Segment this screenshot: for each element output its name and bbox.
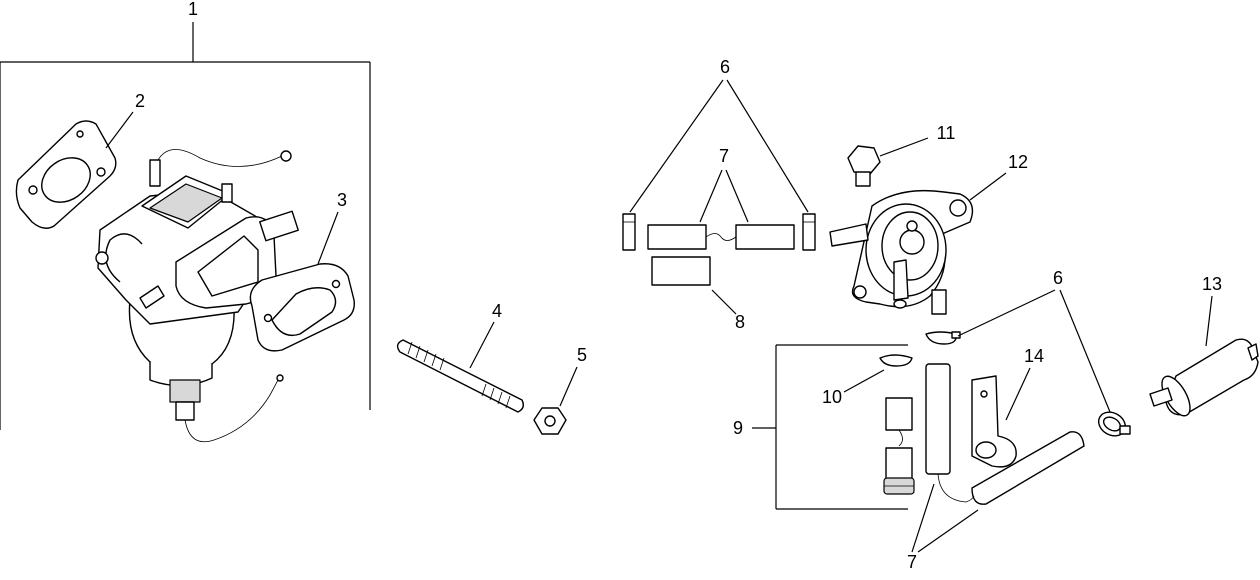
callout-4: 4 <box>492 301 502 321</box>
carburetor-gasket <box>15 120 117 229</box>
hose-clamp-right <box>802 213 816 251</box>
leader-14 <box>1005 367 1031 421</box>
assembly-bracket-1 <box>0 22 371 430</box>
leader-6c <box>957 289 1056 337</box>
callout-7-top: 7 <box>719 146 729 166</box>
callout-6-top: 6 <box>720 57 730 77</box>
callout-11: 11 <box>937 123 956 143</box>
callout-3: 3 <box>337 190 347 210</box>
fuel-hose-segment-left <box>647 224 707 250</box>
fuel-filter <box>1149 338 1259 417</box>
callout-8: 8 <box>735 312 745 332</box>
leader-11 <box>879 137 929 157</box>
fuel-pump <box>829 189 974 315</box>
leader-5 <box>559 366 578 407</box>
hose-connector-line <box>705 233 737 241</box>
assembly-bracket-9 <box>752 344 908 510</box>
leader-7a <box>699 169 723 223</box>
leader-7c <box>911 483 935 553</box>
mounting-stud <box>396 339 525 413</box>
leader-8 <box>711 289 737 315</box>
leader-6d <box>1059 289 1111 413</box>
fuel-hose-segment-right <box>735 224 795 250</box>
hose-short <box>885 397 913 447</box>
leader-4 <box>469 321 495 369</box>
leader-10 <box>843 369 885 393</box>
callout-9: 9 <box>733 418 743 438</box>
hose-fitting <box>883 447 915 495</box>
fuel-hose-vertical <box>925 363 951 475</box>
callout-6-right: 6 <box>1053 268 1063 288</box>
hose-clamp-left <box>622 213 636 251</box>
callout-10: 10 <box>822 387 842 407</box>
fuel-fitting <box>847 145 881 187</box>
leader-7b <box>725 169 749 223</box>
callout-14: 14 <box>1024 346 1044 366</box>
leader-3 <box>317 211 339 265</box>
p-clip <box>971 375 1017 468</box>
leader-6b <box>726 79 809 213</box>
leader-13 <box>1205 295 1213 347</box>
flange-gasket <box>249 263 355 352</box>
hose-clamp-small <box>879 354 913 367</box>
hose-clamp-filter <box>1097 411 1131 437</box>
callout-1: 1 <box>188 0 198 19</box>
callout-12: 12 <box>1008 152 1028 172</box>
hex-nut <box>533 407 567 435</box>
leader-6a <box>629 79 724 213</box>
fuel-hose-angled <box>971 431 1085 505</box>
leader-2 <box>105 111 134 149</box>
callout-13: 13 <box>1202 274 1222 294</box>
callout-7-bottom: 7 <box>907 552 917 572</box>
hose-clamp-pump <box>925 331 961 345</box>
hose-connector-line-bottom <box>937 473 975 503</box>
callout-5: 5 <box>577 345 587 365</box>
callout-2: 2 <box>135 91 145 111</box>
leader-12 <box>969 172 1007 201</box>
sleeve <box>651 256 711 286</box>
carburetor <box>95 149 299 443</box>
leader-7d <box>917 509 979 553</box>
